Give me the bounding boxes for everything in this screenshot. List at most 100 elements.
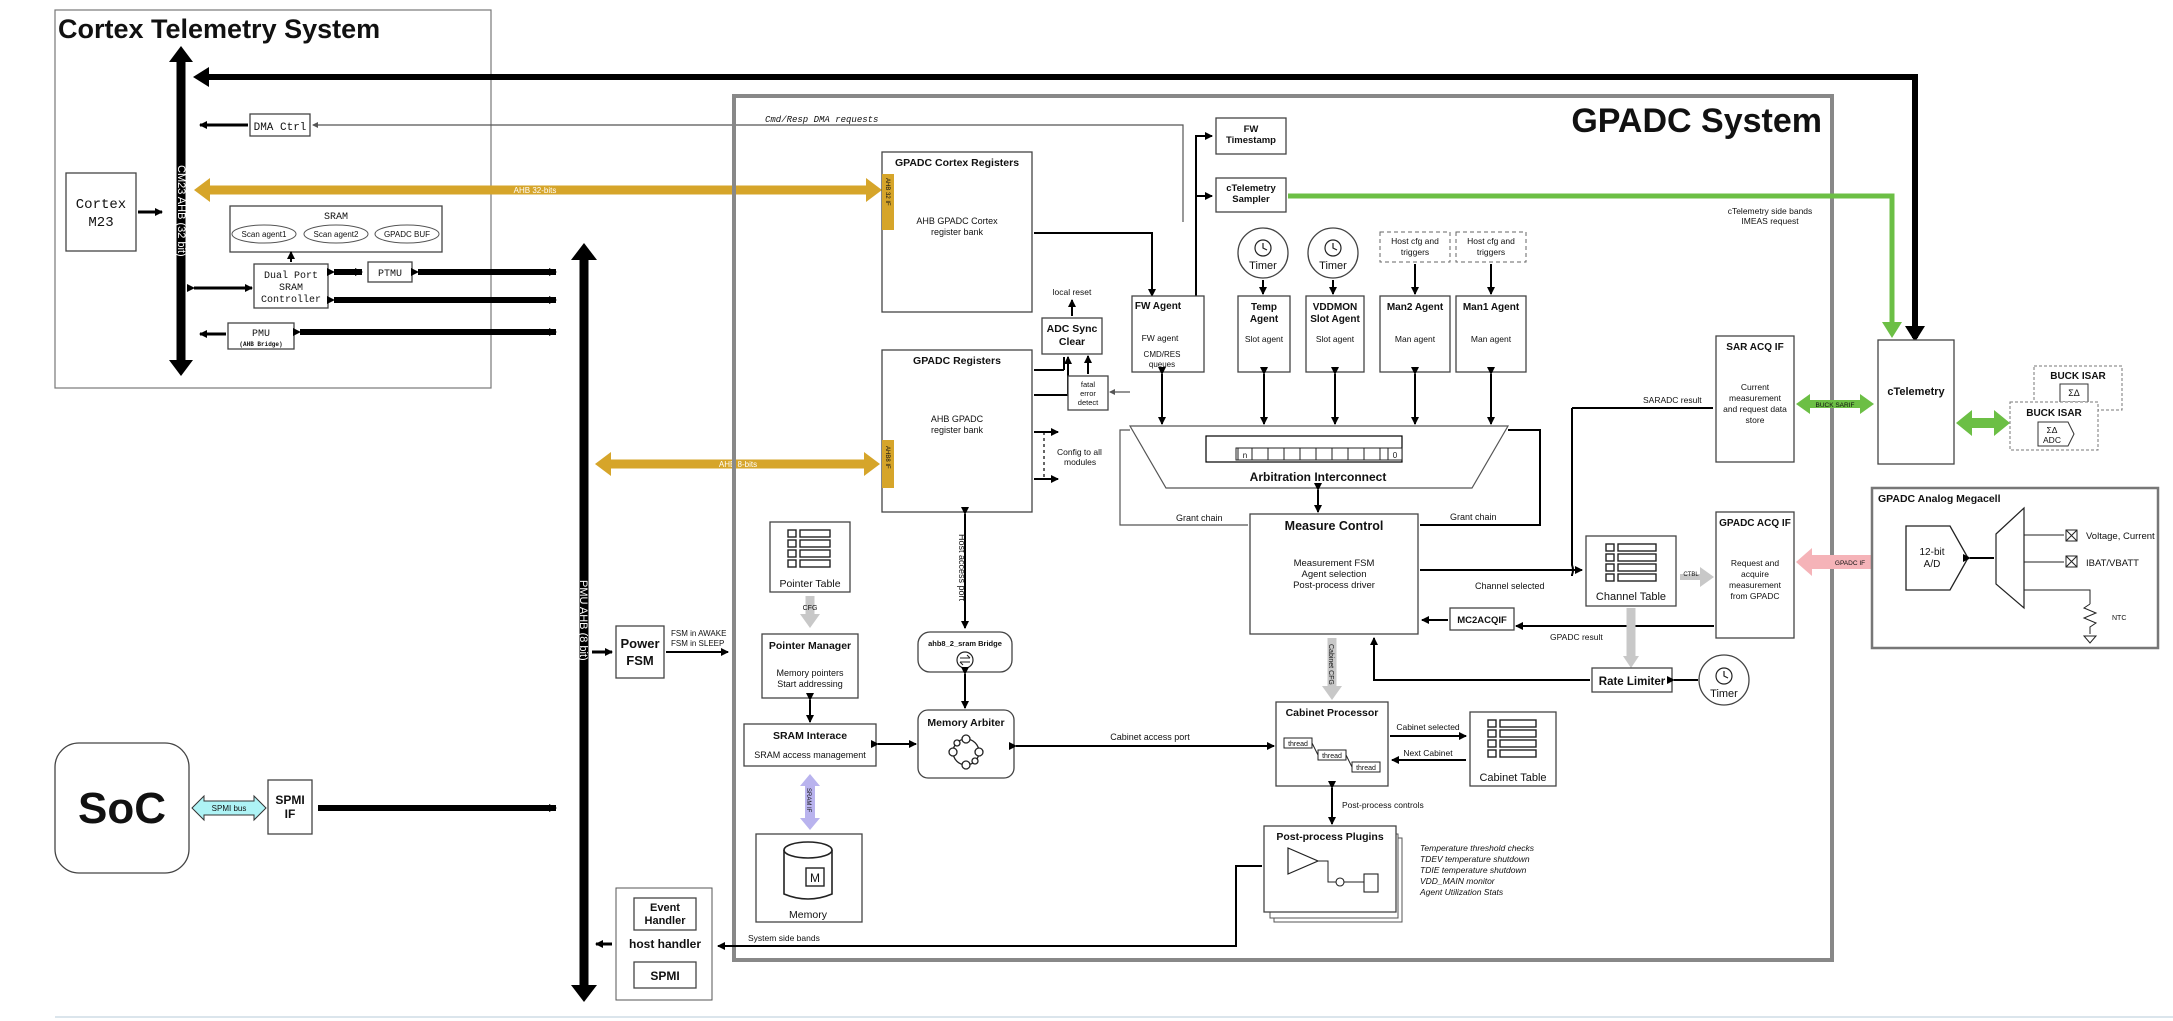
- pointer-mgr-2: Start addressing: [777, 679, 843, 689]
- temp-agent-1: Temp: [1251, 302, 1277, 313]
- memory-icon: M: [783, 841, 833, 900]
- gpadc-analog-megacell: GPADC Analog Megacell 12-bit A/D Voltage…: [1870, 486, 2160, 650]
- pmu-label: PMU: [252, 329, 270, 340]
- memory-label: Memory: [789, 909, 828, 921]
- ahb8-left-arrow-icon: [595, 452, 611, 476]
- sar-acq-if-block: [1715, 335, 1795, 463]
- cortex-regs-body-1: AHB GPADC Cortex: [916, 216, 998, 226]
- arb-0: 0: [1393, 451, 1398, 460]
- gpadc-cortex-registers-block: [881, 151, 1033, 313]
- ctel-side-arrow-icon: [1882, 322, 1902, 338]
- sar-acq-2: measurement: [1729, 393, 1782, 403]
- man1-body: Man agent: [1471, 334, 1512, 344]
- grant-chain-right-label: Grant chain: [1450, 512, 1497, 522]
- adc-front: ADC: [2043, 435, 2061, 445]
- dma-ctrl-block: [249, 113, 311, 137]
- gpadc-result-label: GPADC result: [1550, 632, 1603, 642]
- fw-agent: FW Agent FW agent CMD/RES queues: [1131, 295, 1205, 373]
- ctel-sampler-block: [1215, 177, 1287, 213]
- grant-chain-right: [1420, 429, 1541, 526]
- adc-sync-1: ADC Sync: [1047, 323, 1098, 335]
- table-icon: [1487, 719, 1537, 758]
- cortex-m23-block: [65, 172, 137, 252]
- cortex-regs-to-fw-agent: [1034, 232, 1156, 297]
- plugin-item-4: Agent Utilization Stats: [1419, 887, 1504, 897]
- pointer-manager-block: [761, 633, 859, 699]
- post-ctrl-label: Post-process controls: [1342, 800, 1424, 810]
- plugin-item-3: VDD_MAIN monitor: [1420, 876, 1496, 886]
- gpadc-acq-1: Request and: [1731, 558, 1779, 568]
- fatal-3: detect: [1078, 398, 1099, 407]
- clock-icon: [1254, 239, 1272, 257]
- sigma-delta-front: ΣΔ: [2047, 425, 2058, 435]
- ahb32-right-arrow-icon: [866, 178, 882, 202]
- regs-to-sync-2: [1034, 356, 1072, 396]
- adc-sync-2: Clear: [1059, 336, 1085, 348]
- sigma-delta-back: ΣΔ: [2068, 388, 2080, 398]
- power-fsm-label-1: Power: [620, 636, 659, 651]
- rate-limiter-block: [1591, 667, 1673, 693]
- cortex-frame: [54, 9, 492, 389]
- ahb32-if-label: AHB 32 IF: [884, 178, 890, 206]
- plugin-item-1: TDEV temperature shutdown: [1420, 854, 1530, 864]
- adc12-2: A/D: [1924, 559, 1941, 570]
- channel-table: Channel Table: [1585, 535, 1677, 607]
- gpadc-if-label: GPADC IF: [1835, 560, 1865, 567]
- bus-arrow-down-icon: [169, 360, 193, 376]
- fw-timestamp-2: Timestamp: [1226, 135, 1276, 146]
- spmi-if-label-2: IF: [285, 807, 296, 821]
- post-process-plugins-block: [1263, 825, 1397, 913]
- sram-if-title: SRAM Interace: [773, 730, 847, 742]
- sar-acq-1: Current: [1741, 382, 1770, 392]
- man2-agent-block: [1379, 295, 1451, 373]
- mux-icon: [1995, 506, 2025, 610]
- cmd-resp-label: Cmd/Resp DMA requests: [765, 115, 878, 125]
- buck-sarif-label: BUCK SARIF: [1815, 402, 1854, 409]
- scan-agent2-label: Scan agent2: [314, 230, 359, 239]
- ctel-buck-arrow: [1956, 410, 2010, 436]
- fatal-1: fatal: [1081, 380, 1096, 389]
- measure-3: Post-process driver: [1293, 580, 1375, 591]
- voltage-current-label: Voltage, Current: [2086, 531, 2155, 542]
- system-side-bands-label: System side bands: [748, 933, 820, 943]
- power-fsm-block: [615, 625, 665, 679]
- timer-3: [1698, 654, 1750, 706]
- gpadc-cortex-registers: AHB 32 IF GPADC Cortex Registers AHB GPA…: [881, 151, 1033, 313]
- gpadc-regs-title: GPADC Registers: [913, 355, 1001, 367]
- mc2acqif-block: [1449, 607, 1515, 631]
- gpadc-buf-cloud: [374, 224, 440, 244]
- timer-2-label: Timer: [1319, 260, 1347, 272]
- dma-ctrl-label: DMA Ctrl: [254, 122, 307, 134]
- plugin-item-0: Temperature threshold checks: [1420, 843, 1535, 853]
- ctelemetry-block: [1877, 339, 1955, 465]
- cortex-m23-label: Cortex: [76, 197, 126, 213]
- fw-agent-title: FW Agent: [1135, 301, 1182, 312]
- bus-arrow-up-icon: [169, 46, 193, 62]
- channel-table-label: Channel Table: [1596, 591, 1666, 603]
- measure-1: Measurement FSM: [1294, 558, 1375, 569]
- pmu-ahb-down-arrow-icon: [571, 985, 597, 1002]
- megacell-title: GPADC Analog Megacell: [1878, 493, 2001, 505]
- sram-if-body: SRAM access management: [754, 750, 866, 760]
- config-all-1: Config to all: [1057, 447, 1102, 457]
- plugin-item-2: TDIE temperature shutdown: [1420, 865, 1527, 875]
- event-handler-label-2: Handler: [645, 915, 687, 927]
- dual-port-sram-controller: [253, 263, 329, 309]
- cm23-ahb-label: CM23 AHB (32 bit): [175, 165, 187, 257]
- man2-title: Man2 Agent: [1387, 302, 1444, 313]
- pmu-ahb-up-arrow-icon: [571, 243, 597, 260]
- arbitration-interconnect: n 0 Arbitration Interconnect: [1128, 425, 1510, 489]
- soc-section: SoC SPMI bus SPMI IF Power FSM FSM in AW…: [54, 625, 729, 1001]
- ntc-resistor-icon: [2082, 603, 2098, 634]
- channel-selected-label: Channel selected: [1475, 581, 1545, 591]
- timer-1: [1237, 227, 1289, 279]
- timer-3-label: Timer: [1710, 688, 1738, 700]
- ctel-sampler-2: Sampler: [1232, 194, 1270, 205]
- vddmon-1: VDDMON: [1313, 302, 1357, 313]
- memory-arbiter-label: Memory Arbiter: [927, 717, 1004, 729]
- grant-chain-left-label: Grant chain: [1176, 513, 1223, 523]
- ntc-label: NTC: [2112, 615, 2126, 622]
- ctelemetry-in-arrow-icon: [1905, 326, 1925, 342]
- dpsc-label-2: SRAM: [279, 283, 303, 294]
